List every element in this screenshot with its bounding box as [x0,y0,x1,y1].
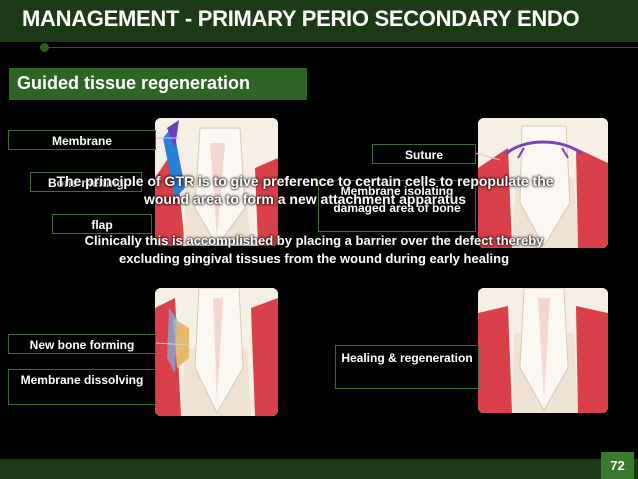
tooth-diagram-new-bone [155,288,278,416]
label-membrane-isolating: Membrane isolating damaged area of bone [318,180,476,232]
title-underline [44,47,638,48]
label-suture: Suture [372,144,476,164]
label-flap: flap [52,214,152,234]
label-healing-regeneration: Healing & regeneration [335,345,479,389]
label-new-bone-forming: New bone forming [8,334,156,354]
tooth-diagram-membrane [155,118,278,246]
principle-text: The principle of GTR is to give preferen… [56,173,554,207]
tooth-diagram-suture [478,118,608,248]
label-membrane-isolating-line1: Membrane isolating [340,184,454,198]
title-bullet [40,43,49,52]
label-membrane-isolating-line2: damaged area of bone [333,201,461,215]
slide-subtitle: Guided tissue regeneration [17,73,251,93]
page-number: 72 [601,452,634,479]
label-membrane: Membrane [8,130,156,150]
tooth-diagram-healed [478,288,608,413]
clinical-text: Clinically this is accomplished by placi… [84,233,544,266]
label-bone-melting: Bone melting [30,172,142,192]
subtitle-box: Guided tissue regeneration [9,68,307,100]
slide-title: MANAGEMENT - PRIMARY PERIO SECONDARY END… [22,6,580,31]
footer-bar [0,459,638,479]
title-bar: MANAGEMENT - PRIMARY PERIO SECONDARY END… [0,0,638,42]
label-membrane-dissolving: Membrane dissolving [8,369,156,405]
